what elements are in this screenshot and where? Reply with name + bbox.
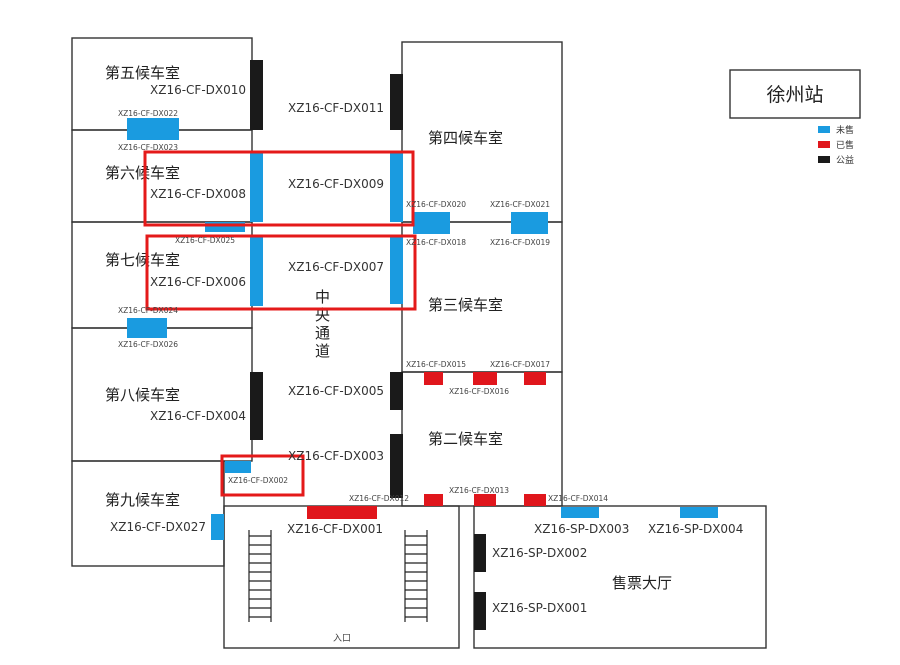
spot-sp004[interactable] bbox=[680, 507, 718, 518]
code-dx014: XZ16-CF-DX014 bbox=[548, 494, 608, 503]
spot-dx001[interactable] bbox=[307, 506, 377, 519]
code-dx021: XZ16-CF-DX021 bbox=[490, 200, 550, 209]
spot-dx015[interactable] bbox=[424, 372, 443, 385]
spot-dx024[interactable] bbox=[127, 318, 167, 338]
spot-dx021[interactable] bbox=[511, 212, 548, 234]
legend-swatch-unsold bbox=[818, 126, 830, 133]
label-waiting-8: 第八候车室 bbox=[105, 386, 180, 404]
code-dx008: XZ16-CF-DX008 bbox=[150, 187, 246, 201]
code-dx006: XZ16-CF-DX006 bbox=[150, 275, 246, 289]
code-dx022: XZ16-CF-DX022 bbox=[118, 109, 178, 118]
code-dx012: XZ16-CF-DX012 bbox=[349, 494, 409, 503]
code-dx018: XZ16-CF-DX018 bbox=[406, 238, 466, 247]
stairs-right-icon bbox=[404, 530, 428, 622]
legend-label-sold: 已售 bbox=[836, 139, 854, 151]
code-dx027: XZ16-CF-DX027 bbox=[110, 520, 206, 534]
label-ticket-hall: 售票大厅 bbox=[612, 574, 672, 592]
spot-dx016[interactable] bbox=[473, 372, 497, 385]
station-title: 徐州站 bbox=[766, 84, 823, 106]
spot-dx025[interactable] bbox=[205, 222, 245, 232]
label-entrance: 入口 bbox=[333, 633, 351, 644]
code-sp003: XZ16-SP-DX003 bbox=[534, 522, 629, 536]
highlight-dx006-dx007 bbox=[145, 234, 417, 311]
label-waiting-7: 第七候车室 bbox=[105, 251, 180, 269]
legend-swatch-public bbox=[818, 156, 830, 163]
code-sp002: XZ16-SP-DX002 bbox=[492, 546, 587, 560]
spot-dx011[interactable] bbox=[390, 74, 403, 130]
spot-dx005[interactable] bbox=[390, 372, 403, 410]
code-dx011: XZ16-CF-DX011 bbox=[288, 101, 384, 115]
code-sp001: XZ16-SP-DX001 bbox=[492, 601, 587, 615]
station-title-box bbox=[729, 69, 861, 119]
code-dx017: XZ16-CF-DX017 bbox=[490, 360, 550, 369]
label-waiting-4: 第四候车室 bbox=[428, 129, 503, 147]
svg-text:通: 通 bbox=[315, 324, 330, 342]
spot-dx013[interactable] bbox=[474, 494, 496, 506]
code-dx015: XZ16-CF-DX015 bbox=[406, 360, 466, 369]
spot-sp001[interactable] bbox=[474, 592, 486, 630]
room-waiting-9[interactable] bbox=[71, 460, 225, 567]
code-dx016: XZ16-CF-DX016 bbox=[449, 387, 509, 396]
code-dx019: XZ16-CF-DX019 bbox=[490, 238, 550, 247]
spot-dx008[interactable] bbox=[250, 152, 263, 222]
code-dx024: XZ16-CF-DX024 bbox=[118, 306, 178, 315]
code-dx005: XZ16-CF-DX005 bbox=[288, 384, 384, 398]
svg-text:中: 中 bbox=[315, 288, 330, 306]
legend-label-unsold: 未售 bbox=[836, 124, 854, 136]
code-sp004: XZ16-SP-DX004 bbox=[648, 522, 743, 536]
code-dx003: XZ16-CF-DX003 bbox=[288, 449, 384, 463]
code-dx026: XZ16-CF-DX026 bbox=[118, 340, 178, 349]
svg-text:道: 道 bbox=[315, 342, 330, 360]
legend-label-public: 公益 bbox=[836, 154, 854, 166]
code-dx025: XZ16-CF-DX025 bbox=[175, 236, 235, 245]
spot-sp003[interactable] bbox=[561, 507, 599, 518]
spot-dx012[interactable] bbox=[424, 494, 443, 506]
highlight-dx008-dx009 bbox=[143, 150, 415, 227]
code-dx001: XZ16-CF-DX001 bbox=[287, 522, 383, 536]
spot-dx010[interactable] bbox=[250, 60, 263, 130]
spot-dx014[interactable] bbox=[524, 494, 546, 506]
spot-dx002[interactable] bbox=[225, 461, 251, 473]
spot-dx009[interactable] bbox=[390, 152, 403, 222]
room-ticket-hall[interactable] bbox=[473, 505, 767, 649]
label-central-corridor: 中 央 通 道 bbox=[315, 288, 330, 360]
code-dx020: XZ16-CF-DX020 bbox=[406, 200, 466, 209]
code-dx004: XZ16-CF-DX004 bbox=[150, 409, 246, 423]
spot-dx027[interactable] bbox=[211, 514, 224, 540]
label-waiting-3: 第三候车室 bbox=[428, 296, 503, 314]
label-waiting-5: 第五候车室 bbox=[105, 64, 180, 82]
stairs-left-icon bbox=[248, 530, 272, 622]
spot-dx022[interactable] bbox=[127, 118, 179, 140]
code-dx010: XZ16-CF-DX010 bbox=[150, 83, 246, 97]
code-dx023: XZ16-CF-DX023 bbox=[118, 143, 178, 152]
label-waiting-2: 第二候车室 bbox=[428, 430, 503, 448]
spot-dx003[interactable] bbox=[390, 434, 403, 498]
spot-dx017[interactable] bbox=[524, 372, 546, 385]
code-dx013: XZ16-CF-DX013 bbox=[449, 486, 509, 495]
spot-sp002[interactable] bbox=[474, 534, 486, 572]
spot-dx007[interactable] bbox=[390, 236, 403, 304]
label-waiting-6: 第六候车室 bbox=[105, 164, 180, 182]
code-dx009: XZ16-CF-DX009 bbox=[288, 177, 384, 191]
spot-dx020[interactable] bbox=[413, 212, 450, 234]
highlight-dx002 bbox=[220, 454, 305, 497]
legend-swatch-sold bbox=[818, 141, 830, 148]
code-dx007: XZ16-CF-DX007 bbox=[288, 260, 384, 274]
spot-dx004[interactable] bbox=[250, 372, 263, 440]
label-waiting-9: 第九候车室 bbox=[105, 491, 180, 509]
spot-dx006[interactable] bbox=[250, 236, 263, 306]
code-dx002: XZ16-CF-DX002 bbox=[228, 476, 288, 485]
